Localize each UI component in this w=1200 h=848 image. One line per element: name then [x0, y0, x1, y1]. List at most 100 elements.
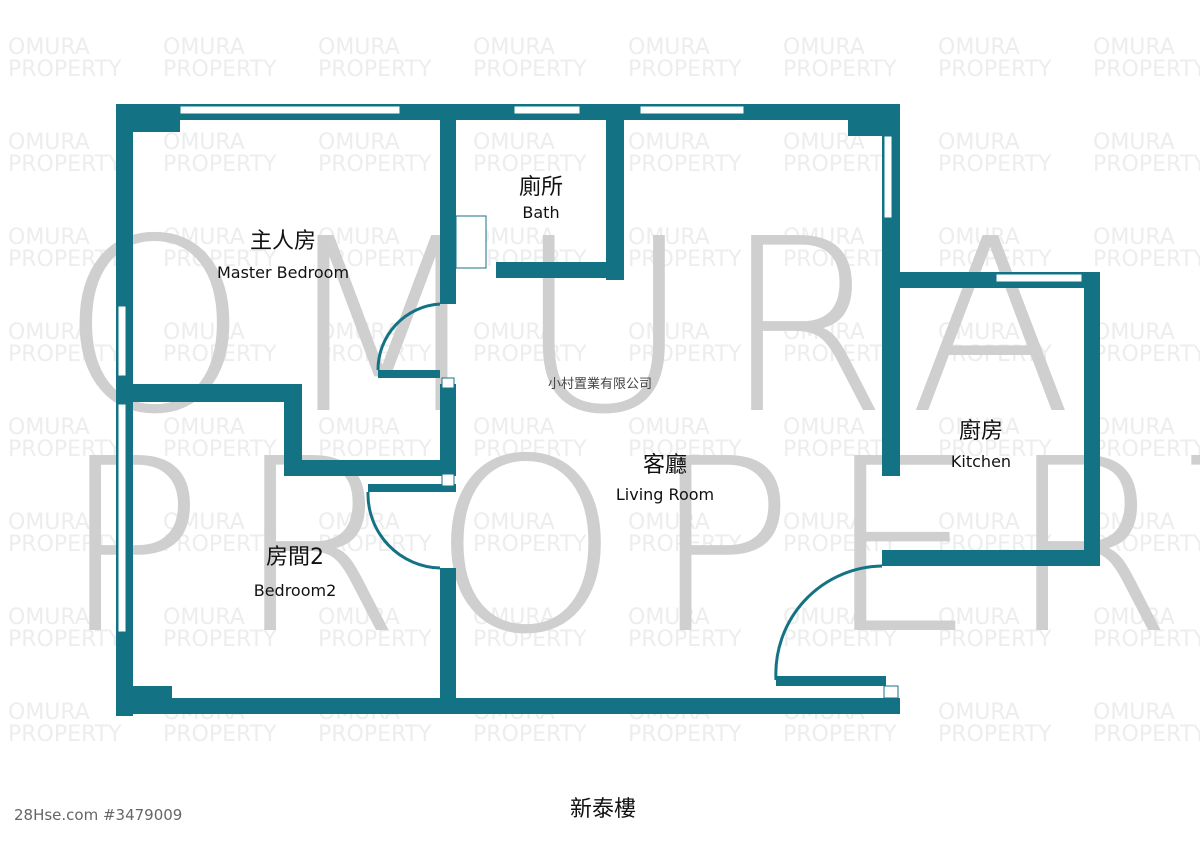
watermark-tile-line2: PROPERTY: [1093, 437, 1200, 462]
watermark-tile-line1: OMURA: [783, 415, 865, 440]
watermark-big-line2: PROPERTY: [60, 407, 1200, 687]
watermark-tile-line2: PROPERTY: [938, 722, 1052, 747]
watermark-tile-line1: OMURA: [628, 35, 710, 60]
watermark-tile-line1: OMURA: [628, 130, 710, 155]
corner-bottom-left: [116, 686, 172, 714]
watermark-tile-line2: PROPERTY: [8, 722, 122, 747]
watermark-tile-line2: PROPERTY: [318, 152, 432, 177]
watermark-tile-line1: OMURA: [8, 415, 90, 440]
watermark-tile-line1: OMURA: [8, 35, 90, 60]
watermark-tile-line2: PROPERTY: [628, 342, 742, 367]
watermark-tile-line1: OMURA: [938, 700, 1020, 725]
watermark-tile-line2: PROPERTY: [628, 532, 742, 557]
watermark-tile-line1: OMURA: [473, 320, 555, 345]
watermark-tile-line1: OMURA: [628, 605, 710, 630]
watermark-tile-line2: PROPERTY: [783, 437, 897, 462]
bath-zh-label: 廁所: [519, 175, 563, 200]
wall-bedroom2-door-top: [368, 484, 456, 492]
watermark-tile-line2: PROPERTY: [628, 722, 742, 747]
watermark-tile-line1: OMURA: [1093, 225, 1175, 250]
watermark-tile-line2: PROPERTY: [163, 247, 277, 272]
watermark-tile-line1: OMURA: [163, 510, 245, 535]
watermark-tile-line1: OMURA: [1093, 510, 1175, 535]
watermark-tile-line1: OMURA: [318, 510, 400, 535]
living-room-en-label: Living Room: [616, 485, 714, 504]
watermark-tile-line1: OMURA: [1093, 320, 1175, 345]
watermark-tile-line2: PROPERTY: [163, 437, 277, 462]
watermark-tile-line2: PROPERTY: [628, 152, 742, 177]
kitchen-en-label: Kitchen: [951, 452, 1011, 471]
watermark-tile-line2: PROPERTY: [938, 437, 1052, 462]
wall-master-door-stop: [378, 370, 440, 378]
watermark-tile-line2: PROPERTY: [1093, 247, 1200, 272]
watermark-tile-line1: OMURA: [1093, 35, 1175, 60]
watermark-tile-line1: OMURA: [8, 130, 90, 155]
watermark-tile-line1: OMURA: [8, 605, 90, 630]
window-top-bath: [513, 105, 581, 115]
watermark-tile-line2: PROPERTY: [473, 437, 587, 462]
watermark-tile-line1: OMURA: [783, 320, 865, 345]
watermark-tile-line1: OMURA: [473, 35, 555, 60]
master-bedroom-en-label: Master Bedroom: [217, 263, 349, 282]
watermark-tile-line1: OMURA: [318, 130, 400, 155]
watermark-tile-line1: OMURA: [938, 225, 1020, 250]
window-left-master: [117, 305, 127, 377]
watermark-tile-line1: OMURA: [938, 320, 1020, 345]
master-door-swing: [376, 302, 441, 371]
watermark-tile-line2: PROPERTY: [1093, 722, 1200, 747]
master-door-leaf: [441, 377, 455, 389]
watermark-tile-line1: OMURA: [1093, 605, 1175, 630]
watermark-tile-line1: OMURA: [8, 225, 90, 250]
bath-en-label: Bath: [522, 203, 559, 222]
watermark-tile-line2: PROPERTY: [628, 627, 742, 652]
watermark-tile-line1: OMURA: [1093, 415, 1175, 440]
watermark-tile-line2: PROPERTY: [1093, 57, 1200, 82]
walls: [116, 104, 1100, 716]
watermark-tile-line2: PROPERTY: [473, 342, 587, 367]
corner-top-right: [848, 104, 900, 136]
building-name: 新泰樓: [570, 797, 636, 822]
watermark-tile-line1: OMURA: [938, 510, 1020, 535]
watermark-tile-line2: PROPERTY: [163, 152, 277, 177]
watermark-tile-line2: PROPERTY: [783, 532, 897, 557]
watermark-tile-line2: PROPERTY: [938, 247, 1052, 272]
watermark-tile-line2: PROPERTY: [318, 57, 432, 82]
watermark-tile-line2: PROPERTY: [628, 437, 742, 462]
watermark-tile-line1: OMURA: [318, 35, 400, 60]
watermark-tile-line1: OMURA: [473, 130, 555, 155]
wall-bedroom2-top: [116, 384, 300, 402]
watermark-tile-line2: PROPERTY: [8, 532, 122, 557]
watermark-tile-line1: OMURA: [8, 510, 90, 535]
watermark-tile-line1: OMURA: [938, 415, 1020, 440]
watermark-tile-line2: PROPERTY: [783, 627, 897, 652]
watermark-tile-line2: PROPERTY: [938, 627, 1052, 652]
watermark-tile-line2: PROPERTY: [1093, 532, 1200, 557]
watermark-tile-line1: OMURA: [628, 510, 710, 535]
wall-entry-stop: [776, 676, 886, 686]
company-name: 小村置業有限公司: [548, 376, 652, 392]
watermark-tile-line2: PROPERTY: [783, 342, 897, 367]
bedroom2-door-swing: [366, 491, 441, 570]
watermark-tile-line1: OMURA: [473, 415, 555, 440]
wall-bath-right: [606, 104, 624, 280]
kitchen-zh-label: 廚房: [959, 419, 1003, 444]
watermark-tile-line2: PROPERTY: [8, 247, 122, 272]
watermark-tile-line1: OMURA: [318, 225, 400, 250]
watermark-tile-line2: PROPERTY: [938, 342, 1052, 367]
watermark-tile-line1: OMURA: [628, 415, 710, 440]
watermark-tile-line2: PROPERTY: [8, 437, 122, 462]
wall-bedroom2-right-lower: [440, 568, 456, 714]
watermark-tile-line1: OMURA: [473, 225, 555, 250]
watermark-tile-line2: PROPERTY: [473, 722, 587, 747]
master-bedroom-zh-label: 主人房: [250, 229, 316, 254]
watermark-tile-line2: PROPERTY: [8, 57, 122, 82]
watermark-tile-line1: OMURA: [163, 320, 245, 345]
window-right-living: [883, 135, 893, 219]
watermark-tile-line1: OMURA: [473, 605, 555, 630]
watermark-tile-line1: OMURA: [318, 605, 400, 630]
watermark-tile-line2: PROPERTY: [783, 57, 897, 82]
window-kitchen-top: [995, 273, 1083, 283]
watermark-tile-line2: PROPERTY: [473, 532, 587, 557]
watermark-tile-line2: PROPERTY: [938, 152, 1052, 177]
